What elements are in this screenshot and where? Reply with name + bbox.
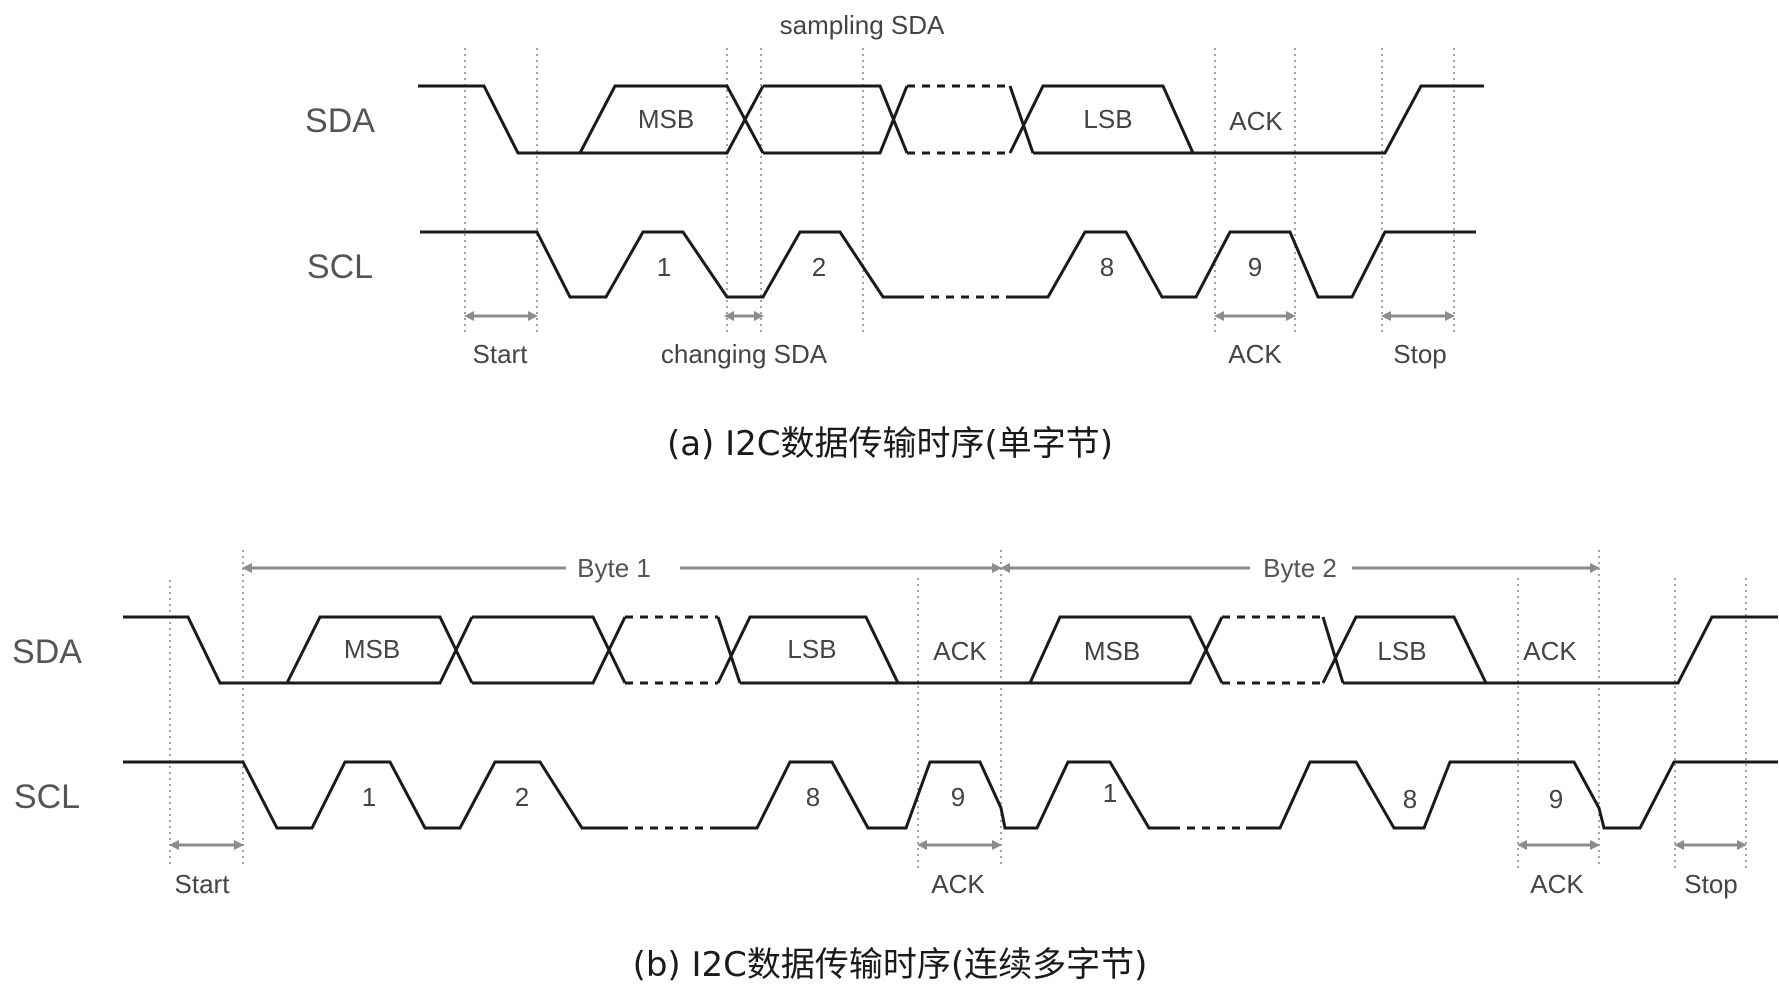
- caption-a: (a) I2C数据传输时序(单字节): [667, 424, 1113, 464]
- byte1-label: Byte 1: [577, 553, 651, 583]
- stop-label-b: Stop: [1684, 869, 1738, 899]
- sda-waveform-b: [123, 615, 1778, 685]
- pulse-2-label-a: 2: [812, 252, 826, 282]
- start-label-a: Start: [473, 339, 529, 369]
- ack-bit-label-b2: ACK: [1523, 636, 1577, 666]
- pulse-1-label-a: 1: [657, 252, 671, 282]
- ack-bit-label-b1: ACK: [933, 636, 987, 666]
- byte2-label: Byte 2: [1263, 553, 1337, 583]
- msb-label-b2: MSB: [1084, 636, 1140, 666]
- msb-label-b1: MSB: [344, 634, 400, 664]
- ack-label-a: ACK: [1228, 339, 1282, 369]
- scl-signal-label: SCL: [307, 248, 373, 286]
- scl-waveform-b: [123, 760, 1778, 830]
- scl-signal-label-b: SCL: [14, 778, 80, 816]
- lsb-label-b1: LSB: [787, 634, 836, 664]
- caption-b: (b) I2C数据传输时序(连续多字节): [633, 945, 1148, 985]
- ack1-label-b: ACK: [931, 869, 985, 899]
- sda-waveform-a: [418, 84, 1484, 155]
- msb-label-a: MSB: [638, 104, 694, 134]
- pulse-1-label-b1: 1: [362, 782, 376, 812]
- stop-label-a: Stop: [1393, 339, 1447, 369]
- changing-sda-label: changing SDA: [661, 339, 828, 369]
- scl-waveform-a: [420, 230, 1476, 299]
- ack2-label-b: ACK: [1530, 869, 1584, 899]
- pulse-9-label-b2: 9: [1549, 784, 1563, 814]
- pulse-2-label-b1: 2: [515, 782, 529, 812]
- pulse-8-label-b1: 8: [806, 782, 820, 812]
- sampling-sda-label: sampling SDA: [780, 10, 945, 40]
- pulse-1-label-b2: 1: [1103, 778, 1117, 808]
- lsb-label-b2: LSB: [1377, 636, 1426, 666]
- pulse-8-label-b2: 8: [1403, 784, 1417, 814]
- pulse-8-label-a: 8: [1100, 252, 1114, 282]
- ack-bit-label-a: ACK: [1229, 106, 1283, 136]
- diagram-a: sampling SDA SDA SCL MSB LSB ACK: [305, 10, 1484, 464]
- start-label-b: Start: [175, 869, 231, 899]
- pulse-9-label-a: 9: [1248, 252, 1262, 282]
- diagram-b-guides: [169, 550, 1747, 868]
- pulse-9-label-b1: 9: [951, 782, 965, 812]
- sda-signal-label-b: SDA: [12, 633, 82, 671]
- diagram-b: Byte 1 Byte 2 SDA SCL: [12, 550, 1778, 985]
- sda-signal-label: SDA: [305, 102, 375, 140]
- lsb-label-a: LSB: [1083, 104, 1132, 134]
